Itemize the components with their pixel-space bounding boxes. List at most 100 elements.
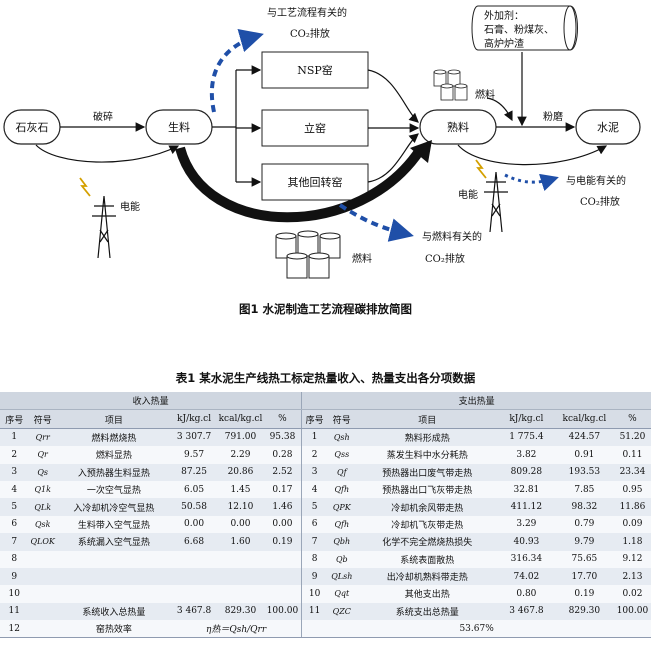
table-cell: 9.12 [613, 550, 651, 568]
table-cell: 0.00 [170, 515, 218, 534]
node-raw-meal: 生料 [145, 109, 213, 145]
additives-label-1: 外加剂： [484, 9, 524, 22]
table-cell: 2 [301, 446, 328, 464]
co2-process-label-1: 与工艺流程有关的 [267, 6, 347, 19]
table-cell: 10 [301, 585, 328, 603]
col-header-kj: kJ/kg.cl [170, 409, 218, 429]
table-cell: 系统收入总热量 [56, 602, 171, 621]
table-cell: 0.17 [263, 480, 302, 499]
table-cell: 一次空气显热 [56, 480, 171, 499]
table-cell: 193.53 [554, 463, 614, 481]
table-cell: 11.86 [613, 498, 651, 516]
table-cell: 5 [0, 498, 29, 516]
table-cell: 3.29 [497, 515, 555, 534]
col-header-kcal: kcal/kg.cl [217, 409, 264, 429]
table-cell: 燃料显热 [56, 446, 171, 464]
fuel-barrels-top-icon [433, 69, 468, 101]
table-cell [56, 550, 171, 568]
table-cell [217, 567, 264, 586]
table-cell: 蒸发生料中水分耗热 [356, 446, 498, 464]
table-cell: 0.00 [217, 515, 264, 534]
fuel-barrels-bottom-icon [275, 230, 341, 279]
table-cell: 10 [0, 585, 29, 603]
col-header-pct: % [263, 409, 302, 429]
table-cell: 3 [301, 463, 328, 481]
node-cement: 水泥 [575, 109, 641, 145]
table-cell: 3 [0, 463, 29, 481]
heat-balance-table: 收入热量 支出热量 序号 符号 项目 kJ/kg.cl kcal/kg.cl %… [0, 392, 651, 639]
table-cell: 0.79 [554, 515, 614, 534]
table-cell [28, 620, 57, 639]
table-cell: Qr [28, 446, 57, 464]
table-cell: 7.85 [554, 480, 614, 499]
co2-process-label-2: CO₂排放 [290, 27, 330, 40]
table-cell: 20.86 [217, 463, 264, 481]
electricity-arc-right [457, 144, 608, 166]
node-clinker-label: 熟料 [447, 120, 469, 134]
table-cell: 生料带入空气显热 [56, 515, 171, 534]
power-tower-right-icon [475, 159, 508, 233]
table-cell: 51.20 [613, 428, 651, 447]
table-cell: Q1k [28, 480, 57, 499]
table-cell: 系统支出总热量 [356, 602, 498, 621]
table-cell: 2.52 [263, 463, 302, 481]
table-cell: 其他支出热 [356, 585, 498, 603]
table-cell: 7 [301, 533, 328, 551]
table-cell: 1.18 [613, 533, 651, 551]
fuel-bottom-label: 燃料 [352, 252, 372, 265]
table-cell: 1.46 [263, 498, 302, 516]
table-cell: 9 [0, 567, 29, 586]
table-cell: 1 [301, 428, 328, 447]
table-cell: 1.60 [217, 533, 264, 551]
table-cell [263, 550, 302, 568]
table-cell: 12.10 [217, 498, 264, 516]
table-cell: 3 307.7 [170, 428, 218, 447]
kiln-nsp-label: NSP窑 [297, 63, 333, 77]
table-cell: 5 [301, 498, 328, 516]
table-cell: 8 [301, 550, 328, 568]
additives-label-3: 高炉炉渣 [484, 37, 524, 50]
table-cell: 7 [0, 533, 29, 551]
kiln-other: 其他回转窑 [261, 163, 369, 201]
table-cell: 32.81 [497, 480, 555, 499]
col-header-item: 项目 [356, 409, 498, 429]
table-row-efficiency: 12 窑热效率 η热＝Qsh/Qrr 53.67% [0, 620, 651, 639]
thick-fuel-arc [175, 146, 425, 223]
table-column-header-row: 序号 符号 项目 kJ/kg.cl kcal/kg.cl % 序号 符号 项目 … [0, 409, 651, 429]
table-cell: 23.34 [613, 463, 651, 481]
electricity-right-label: 电能 [458, 188, 478, 201]
process-flow-diagram: 石灰石 生料 熟料 水泥 NSP窑 立窑 其他回转窑 破碎 粉磨 [3, 5, 641, 279]
table-title: 表1 某水泥生产线热工标定热量收入、热量支出各分项数据 [175, 371, 476, 385]
efficiency-label: 窑热效率 [56, 620, 171, 639]
table-cell [217, 585, 264, 603]
table-cell: 87.25 [170, 463, 218, 481]
table-cell [56, 585, 171, 603]
col-header-seq: 序号 [301, 409, 328, 429]
table-cell: 100.00 [613, 602, 651, 621]
table-cell: Qss [327, 446, 357, 464]
power-tower-left-icon [79, 177, 116, 259]
table-cell: 8 [0, 550, 29, 568]
table-cell: 1 775.4 [497, 428, 555, 447]
table-cell: 411.12 [497, 498, 555, 516]
table-cell [217, 550, 264, 568]
kiln-vertical-label: 立窑 [304, 121, 326, 135]
co2-power-arrow [504, 173, 559, 192]
efficiency-formula: η热＝Qsh/Qrr [170, 620, 302, 639]
table-cell [28, 602, 57, 621]
table-cell: 791.00 [217, 428, 264, 447]
table-cell: 316.34 [497, 550, 555, 568]
additives-label-2: 石膏、粉煤灰、 [484, 23, 554, 36]
edge-grinding-label: 粉磨 [543, 110, 563, 123]
table-cell: 6.68 [170, 533, 218, 551]
table-cell [28, 550, 57, 568]
table-cell: 1 [0, 428, 29, 447]
table-cell: Qrr [28, 428, 57, 447]
table-cell: 0.28 [263, 446, 302, 464]
table-cell: Qbh [327, 533, 357, 551]
table-cell: Qsk [28, 515, 57, 534]
table-cell [28, 585, 57, 603]
